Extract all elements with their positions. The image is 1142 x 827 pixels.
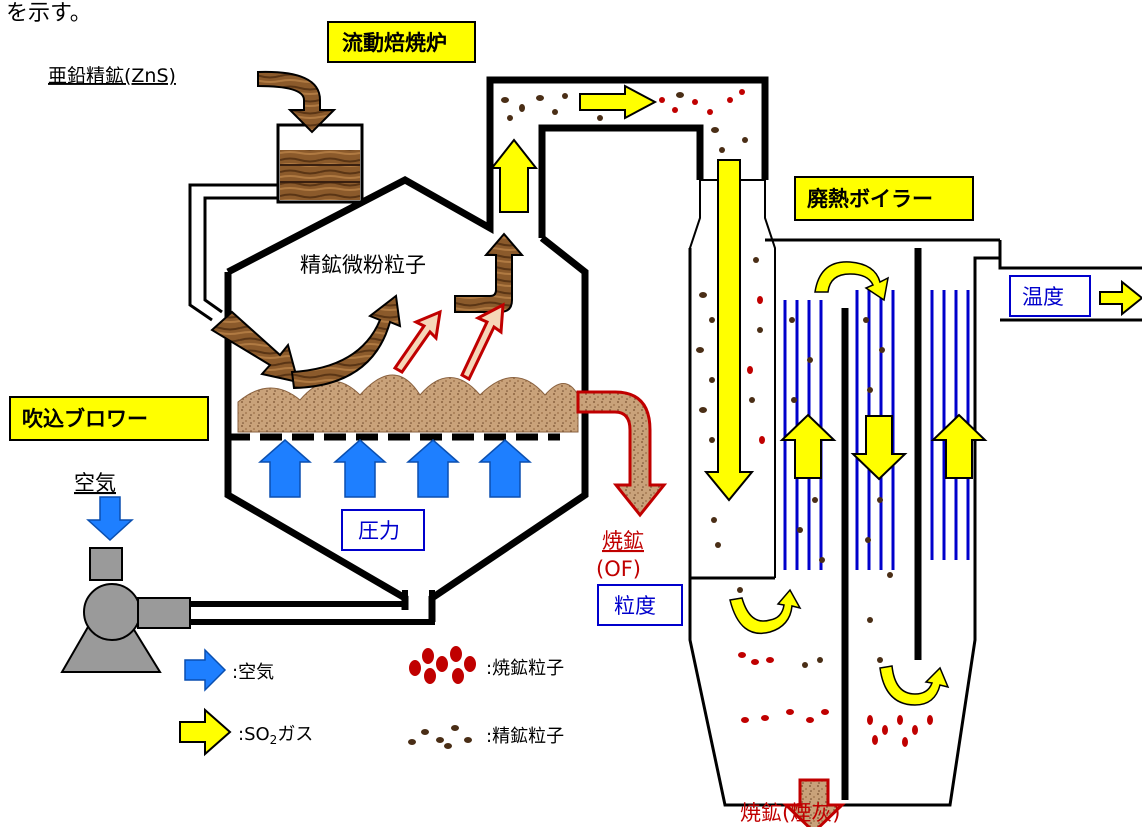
- duct-up-arrow: [489, 138, 539, 213]
- legend-air-label: :空気: [232, 662, 274, 683]
- calcine-rise-arrows: [392, 302, 505, 382]
- boiler-tubes: [783, 290, 970, 570]
- boiler-particles: [696, 257, 933, 747]
- exit-arrow: [1099, 279, 1142, 317]
- air-label: 空気: [74, 471, 116, 495]
- calcine-dust-label: 焼鉱(煙灰): [740, 801, 840, 825]
- label-blower: 吹込ブロワー: [9, 396, 209, 441]
- legend-air-icon: [184, 648, 227, 692]
- calcine-dust-arrow: [782, 778, 846, 827]
- boiler-body: [688, 179, 1142, 807]
- legend-calcine-icon: [409, 646, 476, 684]
- boiler-curve-arrows: [729, 261, 950, 706]
- legend-so2-suffix: ガス: [277, 724, 313, 745]
- furnace-air-arrows: [258, 439, 532, 498]
- legend-so2-label: :SO2ガス: [238, 724, 313, 747]
- legend-so2-icon: [179, 707, 232, 757]
- blower-air-pipe: [190, 590, 435, 625]
- particle-size-label: 粒度: [614, 594, 656, 618]
- boiler-block-arrows: [779, 413, 988, 481]
- blower-air-arrow: [86, 496, 134, 542]
- calcine-label: 焼鉱: [602, 529, 644, 553]
- legend-so2-sub: 2: [270, 733, 278, 747]
- feed-hopper: [276, 123, 364, 204]
- header-fragment: を示す。: [6, 1, 92, 26]
- concentrate-inject-arrow: [210, 310, 300, 384]
- boiler-down-arrow: [703, 159, 755, 502]
- overflow-label: (OF): [596, 557, 641, 581]
- legend-concentrate-icon: [408, 725, 472, 749]
- duct-particles: [501, 89, 748, 153]
- blower-label: 吹込ブロワー: [22, 407, 148, 431]
- pressure-box: 圧力: [341, 509, 425, 551]
- fine-particle-rise-arrow: [454, 232, 525, 313]
- label-boiler: 廃熱ボイラー: [794, 176, 974, 221]
- duct-right-arrow: [579, 84, 658, 120]
- blower: [60, 547, 191, 673]
- legend: :空気 :SO2ガス :焼鉱粒子 :精鉱粒子: [179, 646, 564, 757]
- concentrate-feed-label: 亜鉛精鉱(ZnS): [48, 65, 176, 87]
- feed-pipe: [188, 183, 278, 322]
- fine-particles-label: 精鉱微粉粒子: [300, 253, 426, 277]
- particle-size-box: 粒度: [597, 584, 683, 626]
- fine-particle-curve-arrow: [290, 294, 402, 390]
- legend-so2-prefix: :SO: [238, 724, 270, 745]
- label-furnace: 流動焙焼炉: [327, 21, 476, 63]
- concentrate-feed-arrow: [257, 70, 337, 134]
- temperature-box: 温度: [1009, 275, 1091, 317]
- temperature-label: 温度: [1022, 285, 1064, 309]
- calcine-overflow-arrow: [576, 390, 668, 518]
- legend-calcine-label: :焼鉱粒子: [486, 658, 564, 679]
- boiler-label: 廃熱ボイラー: [807, 187, 933, 211]
- legend-concentrate-label: :精鉱粒子: [486, 726, 564, 747]
- fluidized-bed: [237, 374, 579, 433]
- furnace-label: 流動焙焼炉: [342, 31, 447, 55]
- pressure-label: 圧力: [358, 519, 400, 543]
